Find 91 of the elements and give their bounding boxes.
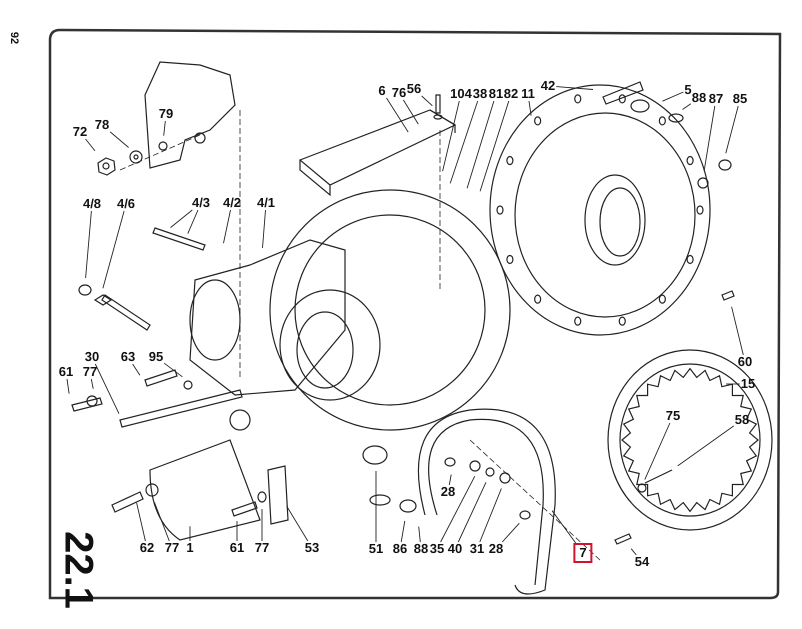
- leader-line: [704, 106, 716, 172]
- leader-line: [644, 422, 670, 480]
- callout-number: 88: [412, 542, 430, 556]
- leader-line: [502, 522, 520, 542]
- leader-line: [458, 482, 486, 542]
- leader-line: [677, 425, 734, 466]
- callout-number: 78: [94, 118, 110, 132]
- leader-line: [154, 502, 170, 542]
- callout-number: 4/6: [116, 197, 136, 211]
- leader-line: [402, 100, 419, 125]
- callout-number: 7: [573, 543, 593, 563]
- callout-number: 6: [377, 84, 387, 98]
- leader-line: [528, 100, 532, 116]
- leader-line: [223, 210, 231, 244]
- leader-line: [418, 526, 421, 542]
- callout-number: 72: [72, 125, 88, 139]
- leader-line: [163, 120, 166, 136]
- callout-number: 28: [488, 542, 504, 556]
- leader-line: [725, 106, 739, 154]
- leader-line: [556, 86, 594, 90]
- page-number: 92: [8, 32, 20, 44]
- callout-number: 77: [254, 541, 270, 555]
- callout-number: 5: [683, 83, 693, 97]
- callout-number: 81: [488, 87, 504, 101]
- callout-number: 42: [540, 79, 556, 93]
- leader-line: [440, 476, 476, 542]
- leader-line: [102, 210, 125, 289]
- leader-line: [450, 100, 478, 184]
- callout-number: 40: [446, 542, 464, 556]
- callout-number: 79: [158, 107, 174, 121]
- leader-line: [448, 474, 452, 486]
- callout-number: 62: [138, 541, 156, 555]
- leader-line: [170, 210, 193, 228]
- leader-line: [136, 502, 146, 542]
- leader-line: [479, 488, 502, 542]
- leader-line: [94, 364, 120, 414]
- callout-number: 56: [406, 82, 422, 96]
- leader-line: [262, 210, 266, 248]
- callout-number: 1: [185, 541, 195, 555]
- callout-number: 61: [228, 541, 246, 555]
- figure-number: 22.1: [56, 531, 100, 609]
- leader-line: [66, 378, 70, 394]
- leader-line: [132, 364, 140, 376]
- callout-number: 85: [732, 92, 748, 106]
- callout-number: 4/3: [190, 196, 212, 210]
- callout-number: 77: [82, 365, 98, 379]
- callout-number: 4/8: [82, 197, 102, 211]
- callout-number: 31: [468, 542, 486, 556]
- leader-line: [662, 92, 684, 102]
- leader-line: [442, 100, 460, 172]
- leader-line: [187, 210, 198, 234]
- callout-number: 53: [304, 541, 320, 555]
- callout-number: 95: [148, 350, 164, 364]
- leader-line: [731, 306, 744, 356]
- leader-line: [286, 506, 308, 542]
- callout-number: 30: [84, 350, 100, 364]
- callout-number: 104: [449, 87, 473, 101]
- callout-number: 4/1: [256, 196, 276, 210]
- callout-number: 15: [740, 377, 756, 391]
- leader-line: [682, 103, 692, 110]
- callout-number: 60: [736, 355, 754, 369]
- leader-line: [421, 96, 433, 106]
- leader-line: [552, 510, 576, 544]
- leader-line: [236, 520, 238, 542]
- callout-number: 38: [472, 87, 488, 101]
- callout-number: 28: [440, 485, 456, 499]
- callout-number: 88: [690, 91, 708, 105]
- callout-number: 76: [390, 86, 408, 100]
- leader-line: [466, 100, 494, 189]
- callout-number: 54: [634, 555, 650, 569]
- callout-number: 61: [58, 365, 74, 379]
- leader-line: [85, 210, 92, 278]
- leader-line: [400, 520, 406, 542]
- callout-number: 82: [502, 87, 520, 101]
- leader-line: [164, 362, 183, 378]
- callout-number: 51: [368, 542, 384, 556]
- leader-line: [85, 138, 96, 152]
- callout-number: 4/2: [222, 196, 242, 210]
- leader-line: [630, 548, 637, 556]
- callout-number: 77: [164, 541, 180, 555]
- leader-line: [110, 131, 130, 148]
- callout-number: 87: [708, 92, 724, 106]
- callout-number: 63: [120, 350, 136, 364]
- leader-line: [90, 378, 94, 390]
- callout-number: 75: [664, 409, 682, 423]
- callout-number: 11: [520, 87, 536, 101]
- callout-number: 35: [428, 542, 446, 556]
- callout-number: 86: [392, 542, 408, 556]
- callout-number: 58: [734, 413, 750, 427]
- leader-line: [386, 98, 409, 133]
- leader-line: [480, 100, 510, 192]
